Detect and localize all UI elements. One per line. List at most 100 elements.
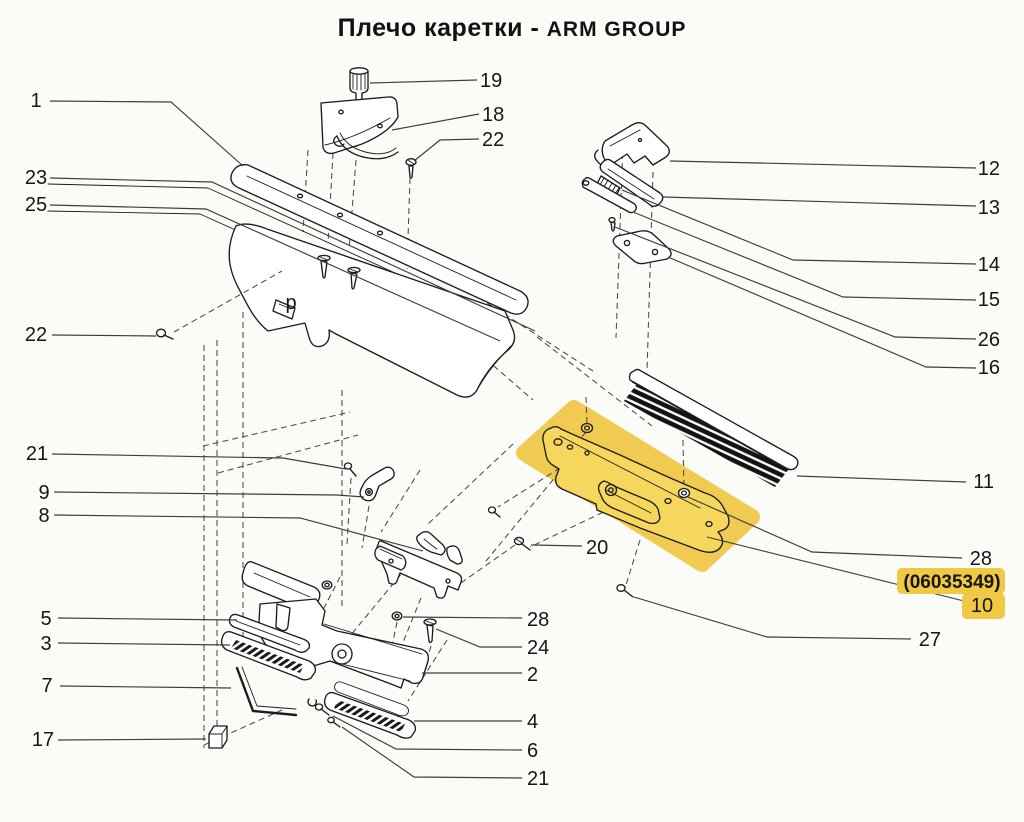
highlight-box-part-number (897, 568, 1005, 594)
part-screw-22-top (405, 158, 417, 179)
page-title: Плечо каретки - ARM GROUP (0, 14, 1024, 43)
leader-22-top (413, 138, 480, 162)
part-main-plate (228, 223, 516, 398)
part-rod-15 (581, 176, 637, 214)
callout-19: 19 (480, 70, 502, 92)
callout-labels: 12325222198537171918221213141526161128(0… (25, 70, 1005, 790)
leader-5 (57, 617, 238, 621)
callout-28-bottom: 28 (527, 609, 549, 631)
part-screw-21-upper (343, 462, 357, 477)
part-screw-center (487, 506, 501, 518)
part-brush-strip (624, 368, 799, 487)
part-washer-frame (321, 580, 333, 590)
leader-9 (53, 491, 365, 498)
callout-4: 4 (527, 711, 538, 733)
callout-27: 27 (919, 629, 941, 651)
leader-22-left (51, 334, 157, 337)
callout-21-bottom: 21 (527, 768, 549, 790)
title-separator: - (523, 14, 547, 42)
leader-8 (53, 514, 424, 552)
part-latch-bracket (374, 531, 463, 599)
leader-15 (632, 211, 977, 301)
highlight-box-10 (962, 593, 1005, 619)
part-plate-16 (612, 230, 672, 265)
part-screw-24 (423, 618, 437, 644)
leader-19 (369, 79, 478, 84)
leader-20 (530, 544, 583, 547)
callout-11: 11 (973, 471, 994, 493)
part-brush-plate-4 (323, 691, 417, 739)
callout-5: 5 (40, 608, 51, 630)
callout-21-left: 21 (26, 443, 48, 465)
leader-18 (391, 113, 480, 131)
callout-24: 24 (527, 637, 549, 659)
callout-16: 16 (978, 357, 1000, 379)
leader-21-left (51, 453, 347, 470)
callout-26: 26 (978, 329, 1000, 351)
part-lever (359, 466, 395, 502)
leader-lines (49, 79, 977, 779)
part-screw-20 (513, 536, 531, 551)
leader-27 (633, 596, 912, 640)
callout-22-top: 22 (482, 129, 504, 151)
part-knob (349, 67, 369, 103)
callout-plate-marking: p (285, 292, 296, 314)
part-screw-21-lower (327, 716, 341, 728)
callout-part-number: (06035349) (903, 572, 1000, 593)
part-bar-13 (599, 158, 664, 207)
callout-22-left: 22 (25, 324, 47, 346)
callout-20: 20 (586, 537, 608, 559)
leader-7 (59, 685, 232, 689)
part-screw-6 (307, 698, 330, 716)
part-arm-highlighted (542, 426, 730, 553)
leader-6 (332, 715, 523, 751)
callout-18: 18 (482, 104, 504, 126)
callout-12: 12 (978, 158, 1000, 180)
leader-28-bottom (402, 616, 523, 619)
part-main-rail (230, 164, 529, 315)
leader-23 (49, 177, 536, 332)
part-bracket-top (320, 96, 399, 155)
callout-3: 3 (40, 633, 51, 655)
part-carriage-frame (241, 561, 430, 689)
part-damper-cube (208, 725, 228, 749)
callout-28-right: 28 (970, 548, 992, 570)
leader-17 (57, 738, 207, 741)
callout-25: 25 (25, 194, 47, 216)
part-washers-arm (580, 422, 691, 499)
callout-1: 1 (30, 90, 41, 112)
part-brush-plate-3 (220, 630, 317, 681)
leader-25 (49, 204, 501, 342)
callout-9: 9 (38, 482, 49, 504)
callout-2: 2 (527, 664, 538, 686)
callout-7: 7 (41, 675, 52, 697)
part-strip-above-4 (333, 681, 409, 717)
part-screw-27 (616, 584, 634, 598)
leader-12 (669, 160, 977, 169)
callout-10: 10 (971, 595, 993, 617)
callout-15: 15 (978, 289, 1000, 311)
leader-14 (621, 189, 977, 265)
part-washer-28-bottom (391, 611, 403, 621)
title-english: ARM GROUP (546, 18, 687, 41)
callout-14: 14 (978, 254, 1000, 276)
leader-26 (614, 226, 977, 340)
callout-23: 23 (25, 167, 47, 189)
part-leaf-spring (333, 132, 399, 160)
leader-13 (662, 196, 977, 207)
leader-11 (796, 475, 967, 483)
leader-16 (667, 256, 977, 369)
callout-17: 17 (32, 729, 54, 751)
leader-1 (49, 100, 244, 167)
leader-28-right (687, 496, 963, 559)
part-clamp-bracket (594, 122, 670, 169)
leader-3 (57, 642, 231, 646)
callout-6: 6 (527, 740, 538, 762)
callout-13: 13 (978, 197, 1000, 219)
leader-21-bottom (341, 726, 523, 779)
title-russian: Плечо каретки (337, 14, 524, 42)
part-wire-guide (235, 666, 298, 717)
part-strip-5 (228, 613, 311, 653)
part-screw-22-left (155, 270, 283, 340)
